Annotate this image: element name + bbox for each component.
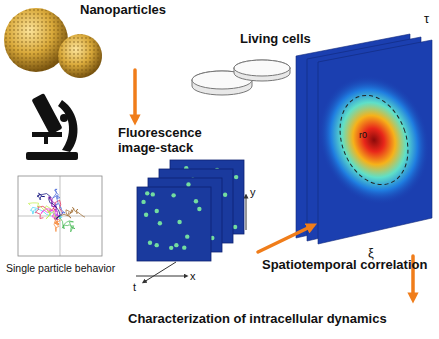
trajectory-line	[60, 216, 75, 232]
heading-label: Nanoparticles	[80, 3, 166, 18]
axis-label: t	[133, 281, 136, 294]
fluorescent-dot	[151, 192, 155, 196]
fluorescent-dot	[177, 220, 181, 224]
image-stack	[137, 160, 244, 261]
fluorescent-dot	[155, 209, 159, 213]
axis-label: y	[250, 186, 256, 199]
fluorescent-dot	[141, 200, 145, 204]
fluorescent-dot	[185, 234, 189, 238]
fluorescent-dot	[182, 245, 186, 249]
microscope-icon	[26, 93, 78, 160]
marker-label: r0	[359, 130, 367, 140]
heading-label: Fluorescence image-stack	[118, 126, 218, 156]
nanoparticle-spheres	[4, 8, 102, 78]
fluorescent-dot	[197, 207, 201, 211]
fluorescent-dot	[186, 182, 190, 186]
image-frame	[137, 187, 211, 261]
caption-label: Single particle behavior	[6, 262, 115, 274]
trajectory-line	[60, 207, 85, 218]
fluorescent-dot	[158, 221, 162, 225]
trajectory-plot	[18, 176, 102, 256]
heading-label: Spatiotemporal correlation	[262, 258, 427, 273]
fluorescent-dot	[148, 241, 152, 245]
fluorescent-dot	[194, 199, 198, 203]
stack-axes	[136, 196, 246, 290]
fluorescent-dot	[155, 243, 159, 247]
fluorescent-dot	[145, 191, 149, 195]
fluorescent-dot	[234, 175, 238, 179]
heading-label: Living cells	[240, 32, 311, 47]
correlation-stack	[296, 30, 439, 244]
petri-dishes	[192, 60, 290, 95]
axis-label: τ	[424, 12, 429, 27]
heading-label: Characterization of intracellular dynami…	[128, 312, 387, 327]
trajectory-line	[28, 203, 60, 219]
fluorescent-dot	[233, 225, 237, 229]
fluorescent-dot	[174, 243, 178, 247]
fluorescent-dot	[169, 246, 173, 250]
axis-label: x	[190, 270, 196, 283]
fluorescent-dot	[171, 193, 175, 197]
trajectory-line	[37, 193, 60, 219]
fluorescent-dot	[144, 213, 148, 217]
fluorescent-dot	[223, 193, 227, 197]
